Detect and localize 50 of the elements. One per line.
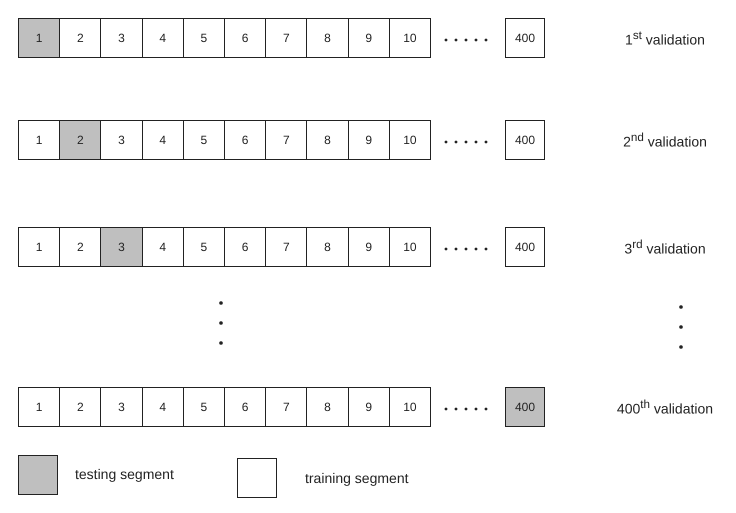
training-segment-cell: 9: [348, 18, 390, 58]
training-segment-cell: 2: [59, 18, 102, 58]
training-segment-cell: 4: [142, 387, 184, 427]
training-segment-cell: 400: [505, 120, 545, 160]
training-segment-cell: 400: [505, 227, 545, 267]
training-segment-cell: 4: [142, 227, 184, 267]
training-segment-cell: 8: [306, 387, 349, 427]
training-segment-cell: 5: [182, 387, 225, 427]
row-label: 400$^{th}$ validation: [616, 398, 714, 417]
training-segment-cell: 5: [182, 120, 225, 160]
training-segment-cell: 400: [505, 18, 545, 58]
testing-segment-cell: 3: [100, 227, 143, 267]
training-segment-cell: 8: [306, 227, 349, 267]
testing-segment-cell: 400: [505, 387, 545, 427]
training-segment-cell: 6: [224, 227, 266, 267]
training-segment-cell: 7: [265, 227, 308, 267]
training-segment-cell: 2: [59, 227, 102, 267]
training-segment-cell: 1: [18, 387, 60, 427]
row-label: 1$^{st}$ validation: [625, 29, 705, 48]
training-segment-cell: 10: [388, 387, 431, 427]
training-segment-cell: 3: [100, 120, 143, 160]
training-segment-cell: 7: [265, 120, 308, 160]
training-segment-cell: 1: [18, 227, 60, 267]
training-segment-cell: 6: [224, 387, 266, 427]
training-segment-cell: 8: [306, 18, 349, 58]
training-segment-cell: 1: [18, 120, 60, 160]
training-segment-cell: 9: [348, 120, 390, 160]
training-segment-cell: 10: [388, 120, 431, 160]
training-segment-cell: 3: [100, 387, 143, 427]
training-segment-cell: 6: [224, 18, 266, 58]
legend-label: testing segment: [75, 466, 174, 482]
training-segment-cell: 9: [348, 227, 390, 267]
legend-label: training segment: [305, 470, 409, 486]
row-label: 3$^{rd}$ validation: [624, 238, 706, 257]
training-segment-cell: 7: [265, 18, 308, 58]
training-segment-cell: 6: [224, 120, 266, 160]
training-segment-cell: 9: [348, 387, 390, 427]
training-segment-cell: 5: [182, 18, 225, 58]
training-segment-cell: 4: [142, 120, 184, 160]
training-segment-cell: 10: [388, 18, 431, 58]
training-segment-cell: 4: [142, 18, 184, 58]
training-segment-cell: 5: [182, 227, 225, 267]
testing-segment-cell: 1: [18, 18, 60, 58]
training-segment-cell: 2: [59, 387, 102, 427]
row-label: 2$^{nd}$ validation: [623, 131, 707, 150]
training-segment-cell: 7: [265, 387, 308, 427]
testing-segment-cell: 2: [59, 120, 102, 160]
training-segment-cell: 10: [388, 227, 431, 267]
training-segment-cell: 3: [100, 18, 143, 58]
training-segment-cell: 8: [306, 120, 349, 160]
